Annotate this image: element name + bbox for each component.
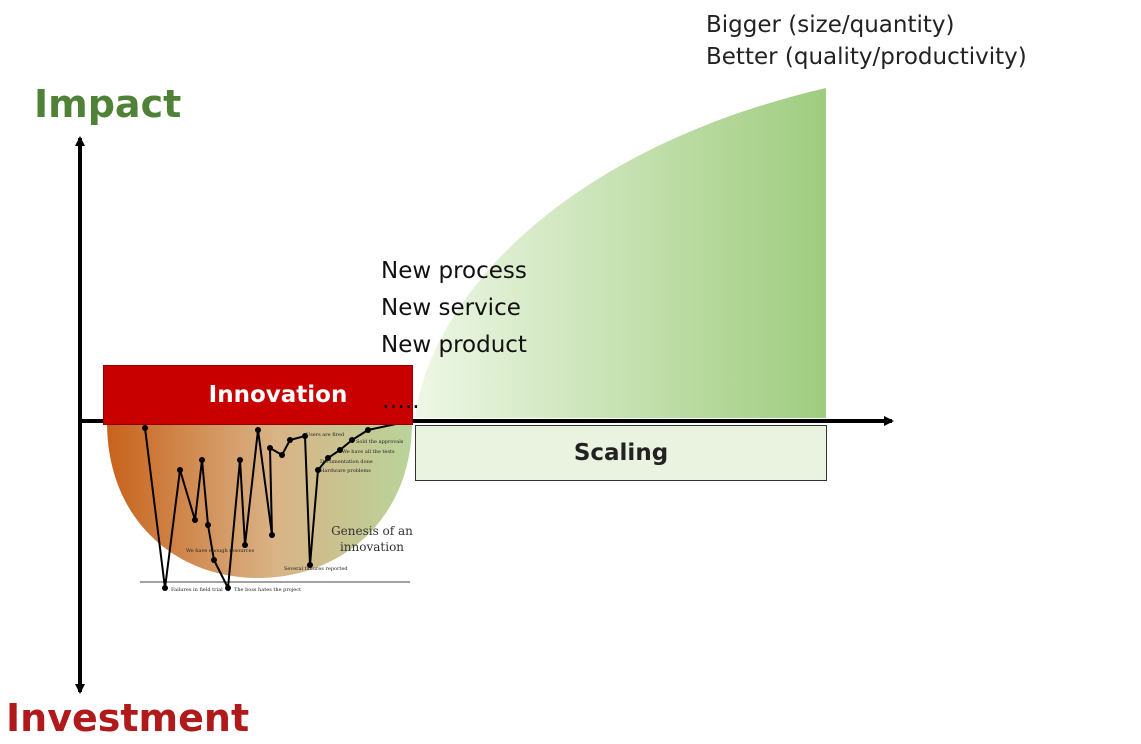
outcome-bigger: Bigger (size/quantity)	[706, 12, 955, 38]
new-product-item: New product	[381, 332, 527, 358]
inset-caption-line1: Genesis of an	[331, 524, 413, 538]
innovation-label: Innovation	[208, 382, 348, 408]
inset-note-hardware: Hardware problems	[320, 468, 371, 474]
outcome-better: Better (quality/productivity)	[706, 44, 1027, 70]
innovation-bowl	[107, 422, 412, 578]
inset-note-tests: We have all the tests	[342, 449, 395, 455]
inset-note-field-trial: Failures in field trial	[171, 587, 223, 593]
inset-note-boss: The boss hates the project	[234, 587, 301, 593]
scaling-label: Scaling	[573, 440, 669, 466]
impact-axis-label: Impact	[34, 82, 182, 126]
inset-caption-line2: innovation	[340, 540, 404, 554]
new-things-list: New process New service New product	[381, 253, 527, 364]
innovation-box: Innovation	[103, 365, 413, 425]
new-service-item: New service	[381, 295, 521, 321]
genesis-points	[142, 419, 408, 591]
inset-note-resources: We have enough resources	[186, 548, 255, 554]
inset-note-approvals: Sold the approvals	[356, 439, 404, 445]
investment-axis-label: Investment	[6, 696, 250, 740]
new-process-item: New process	[381, 258, 527, 284]
scaling-box: Scaling	[415, 425, 827, 481]
growth-curve	[415, 88, 826, 418]
inset-note-failures: Several failures reported	[284, 566, 348, 572]
outcomes-list: Bigger (size/quantity) Better (quality/p…	[706, 9, 1027, 73]
inset-note-docs: Documentation done	[320, 459, 373, 465]
innovation-ellipsis: …..	[382, 388, 420, 414]
inset-note-fired: Users are fired	[306, 432, 345, 438]
